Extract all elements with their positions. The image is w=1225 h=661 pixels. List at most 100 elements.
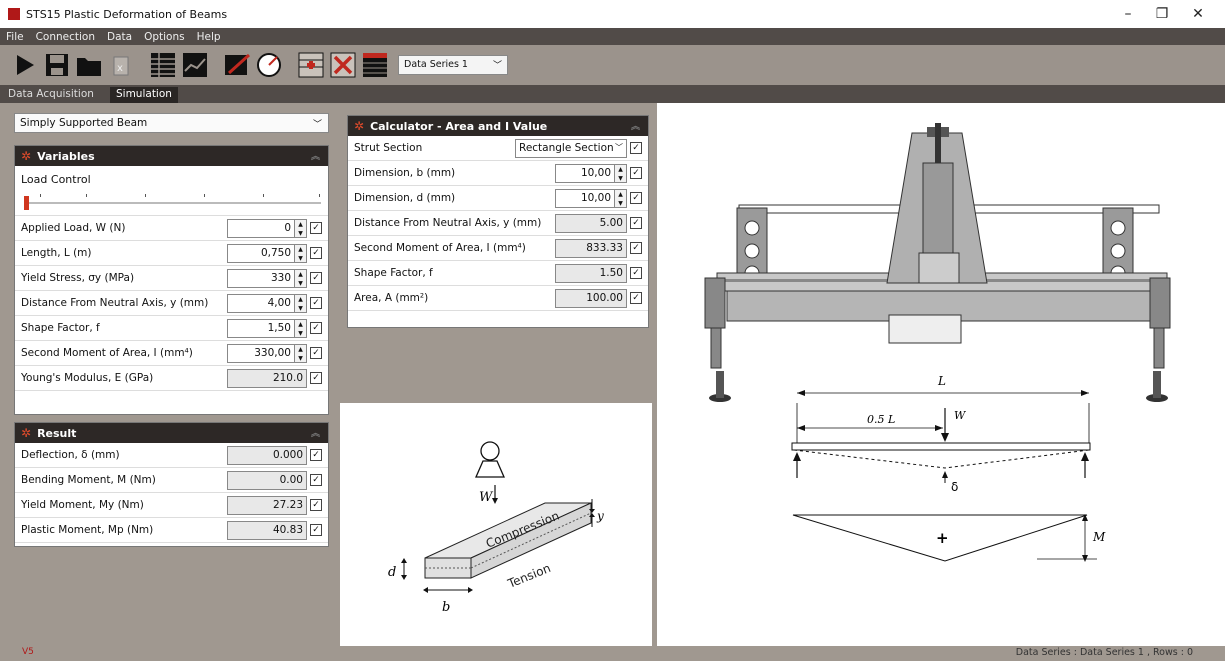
youngs-modulus-checkbox[interactable]: ✓ [310, 372, 322, 384]
length-row: Length, L (m)0,750▲▼✓ [15, 241, 328, 266]
yield-moment-label: Yield Moment, My (Nm) [21, 499, 144, 511]
neutral-axis-distance-row: Distance From Neutral Axis, y (mm)4,00▲▼… [15, 291, 328, 316]
yield-moment-row: Yield Moment, My (Nm) 27.23✓ [15, 493, 328, 518]
chevron-down-icon: ﹀ [492, 61, 502, 71]
save-button[interactable] [42, 50, 72, 80]
close-button[interactable]: ✕ [1192, 6, 1204, 22]
length-checkbox[interactable]: ✓ [310, 247, 322, 259]
tab-data-acquisition[interactable]: Data Acquisition [8, 88, 94, 100]
calc-area-label: Area, A (mm²) [354, 292, 429, 304]
strut-section-checkbox[interactable]: ✓ [630, 142, 642, 154]
calc-neutral-axis-value: 5.00 [555, 213, 627, 233]
load-control-slider[interactable] [15, 188, 327, 214]
collapse-icon[interactable]: ︽ [310, 429, 320, 439]
positive-moment-sign: + [936, 529, 949, 547]
variables-title: Variables [37, 149, 95, 163]
dimension-b-checkbox[interactable]: ✓ [630, 167, 642, 179]
dimension-d-value[interactable]: 10,00 [555, 188, 615, 208]
toolbar: x Data Series 1﹀ [0, 45, 1225, 85]
stepper-icon[interactable]: ▲▼ [295, 293, 307, 313]
strut-section-select[interactable]: Rectangle Section﹀ [515, 138, 627, 158]
neutral-axis-distance-checkbox[interactable]: ✓ [310, 297, 322, 309]
result-header[interactable]: ✲ Result ︽ [15, 423, 328, 443]
gear-icon: ✲ [21, 149, 32, 163]
folder-icon [77, 58, 101, 76]
neutral-axis-distance-value[interactable]: 4,00 [227, 293, 295, 313]
menu-options[interactable]: Options [144, 30, 185, 43]
calc-shape-factor-checkbox[interactable]: ✓ [630, 267, 642, 279]
edit-chart-icon [225, 53, 251, 75]
menu-data[interactable]: Data [107, 30, 133, 43]
deflection-row: Deflection, δ (mm)0.000✓ [15, 443, 328, 468]
deflection-label: δ [951, 480, 958, 494]
tab-simulation[interactable]: Simulation [110, 87, 178, 103]
timer-button[interactable] [254, 50, 284, 80]
menu-help[interactable]: Help [196, 30, 221, 43]
calc-neutral-axis-checkbox[interactable]: ✓ [630, 217, 642, 229]
slider-thumb[interactable] [24, 196, 29, 210]
deflection-checkbox[interactable]: ✓ [310, 449, 322, 461]
stepper-icon[interactable]: ▲▼ [295, 218, 307, 238]
yield-stress-checkbox[interactable]: ✓ [310, 272, 322, 284]
youngs-modulus-row: Young's Modulus, E (GPa)210.0✓ [15, 366, 328, 391]
calc-neutral-axis-row: Distance From Neutral Axis, y (mm)5.00✓ [348, 211, 648, 236]
collapse-icon[interactable]: ︽ [630, 122, 640, 132]
menu-connection[interactable]: Connection [35, 30, 95, 43]
result-title: Result [37, 426, 77, 440]
shape-factor-value[interactable]: 1,50 [227, 318, 295, 338]
calc-second-moment-checkbox[interactable]: ✓ [630, 242, 642, 254]
data-series-select[interactable]: Data Series 1﹀ [398, 55, 508, 75]
strut-section-value: Rectangle Section [519, 141, 614, 154]
save-icon [46, 54, 68, 76]
shape-factor-label: Shape Factor, f [21, 322, 100, 334]
menu-file[interactable]: File [6, 30, 24, 43]
moment-label: M [1092, 530, 1106, 544]
export-button[interactable]: x [106, 50, 136, 80]
dimension-b-value[interactable]: 10,00 [555, 163, 615, 183]
open-button[interactable] [74, 50, 104, 80]
beam-type-select[interactable]: Simply Supported Beam ﹀ [14, 113, 329, 133]
calculator-header[interactable]: ✲ Calculator - Area and I Value ︽ [348, 116, 648, 136]
add-series-icon [298, 52, 324, 78]
result-rows: Deflection, δ (mm)0.000✓Bending Moment, … [15, 443, 328, 543]
add-series-button[interactable] [296, 50, 326, 80]
stepper-icon[interactable]: ▲▼ [295, 343, 307, 363]
calc-area-checkbox[interactable]: ✓ [630, 292, 642, 304]
calc-second-moment-row: Second Moment of Area, I (mm⁴)833.33✓ [348, 236, 648, 261]
applied-load-label: Applied Load, W (N) [21, 222, 126, 234]
play-button[interactable] [10, 50, 40, 80]
stepper-icon[interactable]: ▲▼ [615, 163, 627, 183]
series-table-button[interactable] [360, 50, 390, 80]
strut-section-row: Strut Section Rectangle Section﹀ ✓ [348, 136, 648, 161]
variables-header[interactable]: ✲ Variables ︽ [15, 146, 328, 166]
yield-stress-value[interactable]: 330 [227, 268, 295, 288]
shape-factor-checkbox[interactable]: ✓ [310, 322, 322, 334]
dimension-b-label: Dimension, b (mm) [354, 167, 456, 179]
dimension-d-row: Dimension, d (mm)10,00▲▼✓ [348, 186, 648, 211]
stepper-icon[interactable]: ▲▼ [295, 268, 307, 288]
minimize-button[interactable]: – [1124, 6, 1132, 22]
gear-icon: ✲ [21, 426, 32, 440]
stepper-icon[interactable]: ▲▼ [295, 318, 307, 338]
variables-panel: ✲ Variables ︽ Load Control Applied Load,… [14, 145, 329, 415]
applied-load-value[interactable]: 0 [227, 218, 295, 238]
stepper-icon[interactable]: ▲▼ [295, 243, 307, 263]
collapse-icon[interactable]: ︽ [310, 152, 320, 162]
plastic-moment-label: Plastic Moment, Mp (Nm) [21, 524, 154, 536]
dimension-d-checkbox[interactable]: ✓ [630, 192, 642, 204]
yield-moment-value: 27.23 [227, 495, 307, 515]
yield-moment-checkbox[interactable]: ✓ [310, 499, 322, 511]
restore-button[interactable]: ❐ [1155, 6, 1169, 22]
delete-series-button[interactable] [328, 50, 358, 80]
length-value[interactable]: 0,750 [227, 243, 295, 263]
graph-view-button[interactable] [180, 50, 210, 80]
edit-series-button[interactable] [222, 50, 252, 80]
bending-moment-checkbox[interactable]: ✓ [310, 474, 322, 486]
stepper-icon[interactable]: ▲▼ [615, 188, 627, 208]
plastic-moment-checkbox[interactable]: ✓ [310, 524, 322, 536]
second-moment-value[interactable]: 330,00 [227, 343, 295, 363]
second-moment-checkbox[interactable]: ✓ [310, 347, 322, 359]
tension-label: Tension [505, 561, 553, 591]
table-view-button[interactable] [148, 50, 178, 80]
applied-load-checkbox[interactable]: ✓ [310, 222, 322, 234]
